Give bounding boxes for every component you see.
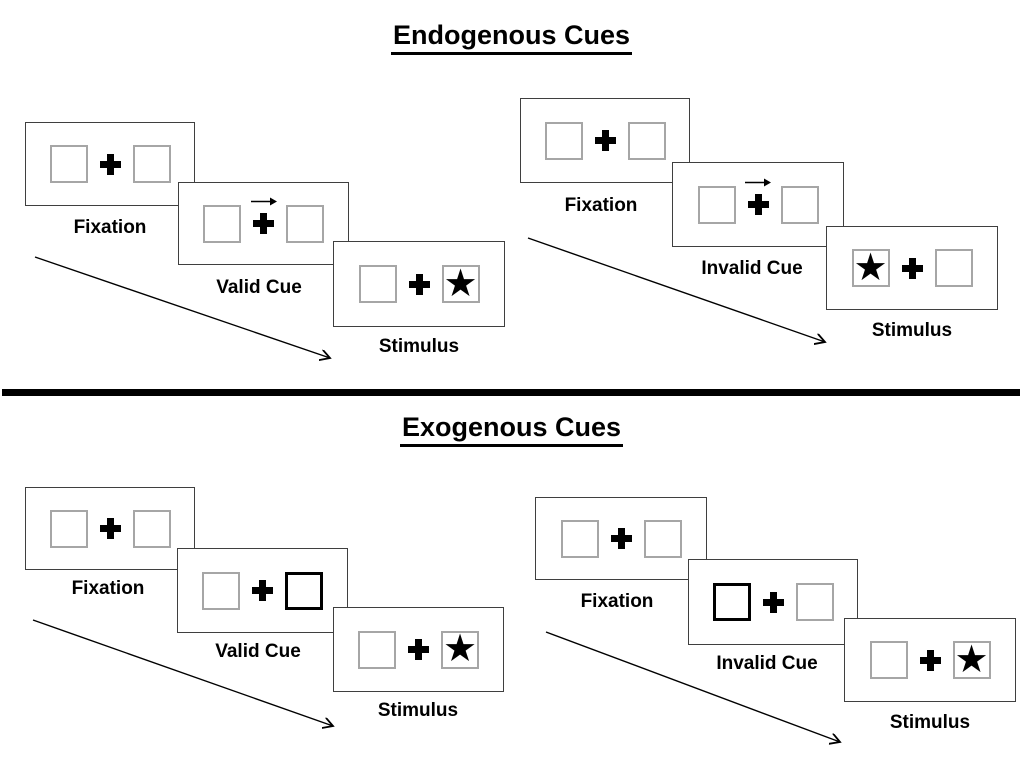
section-divider [2, 389, 1020, 396]
exogenous-valid-stimulus-frame: ★ [333, 607, 504, 692]
target-star-icon: ★ [853, 249, 888, 287]
fixation-cross-wrap [762, 591, 784, 613]
exogenous-invalid-cue-frame [688, 559, 858, 645]
fixation-cross-wrap [408, 639, 429, 660]
endogenous-valid-fixation-frame [25, 122, 195, 206]
right-box [627, 121, 666, 160]
endogenous-section-title: Endogenous Cues [0, 20, 1023, 55]
fixation-cross-icon [408, 639, 429, 660]
time-arrow-icon [34, 256, 338, 364]
fixation-cross-wrap [250, 197, 277, 234]
exogenous-title-text: Exogenous Cues [399, 412, 624, 447]
left-box [49, 509, 88, 548]
left-box [869, 641, 908, 679]
exogenous-section-title: Exogenous Cues [0, 412, 1023, 447]
endogenous-valid-stimulus-frame: ★ [333, 241, 505, 327]
invalid-cue-label: Invalid Cue [701, 258, 803, 279]
valid-cue-label: Valid Cue [216, 277, 302, 298]
left-box [49, 145, 88, 183]
fixation-cross-wrap [610, 528, 632, 549]
right-box [286, 204, 324, 243]
left-box [358, 265, 397, 303]
fixation-cross-wrap [919, 649, 941, 671]
stimulus-label: Stimulus [871, 320, 953, 341]
left-box [560, 519, 599, 558]
endogenous-valid-cue-frame [178, 182, 349, 265]
fixation-label: Fixation [73, 217, 147, 238]
time-arrow-icon [32, 619, 340, 733]
cue-arrow-right-icon [745, 178, 771, 187]
left-box [203, 204, 241, 243]
stimulus-label: Stimulus [378, 336, 460, 357]
fixation-label: Fixation [580, 591, 654, 612]
right-box: ★ [441, 630, 479, 669]
exogenous-invalid-stimulus-frame: ★ [844, 618, 1016, 702]
left-box [358, 630, 396, 669]
fixation-cross-wrap [252, 580, 273, 601]
fixation-cross-wrap [901, 257, 923, 279]
fixation-cross-wrap [99, 153, 121, 175]
left-box [202, 571, 240, 610]
target-star-icon: ★ [954, 641, 989, 679]
right-box [132, 145, 171, 183]
time-arrow-icon [545, 631, 847, 749]
stimulus-label: Stimulus [889, 712, 971, 733]
fixation-cross-wrap [99, 518, 121, 539]
left-box [544, 121, 583, 160]
fixation-cross-icon [610, 528, 632, 549]
fixation-cross-icon [99, 153, 121, 175]
fixation-cross-icon [408, 273, 430, 295]
fixation-cross-icon [919, 649, 941, 671]
fixation-label: Fixation [71, 578, 145, 599]
valid-cue-label: Valid Cue [215, 641, 301, 662]
fixation-cross-wrap [594, 130, 616, 151]
right-box [795, 583, 834, 621]
target-star-icon: ★ [442, 630, 478, 669]
fixation-label: Fixation [564, 195, 638, 216]
fixation-cross-icon [901, 257, 923, 279]
right-box: ★ [441, 265, 480, 303]
endogenous-invalid-stimulus-frame: ★ [826, 226, 998, 310]
left-box [697, 185, 736, 224]
time-arrow-icon [527, 237, 832, 348]
exogenous-valid-fixation-frame [25, 487, 195, 570]
fixation-cross-icon [252, 580, 273, 601]
fixation-cross-icon [762, 591, 784, 613]
fixation-cross-wrap [408, 273, 430, 295]
target-star-icon: ★ [443, 265, 478, 303]
cue-arrow-right-icon [250, 197, 277, 206]
invalid-cue-label: Invalid Cue [716, 653, 818, 674]
cue-highlight-box-left [712, 583, 751, 621]
fixation-cross-icon [747, 194, 769, 215]
right-box: ★ [952, 641, 991, 679]
endogenous-invalid-fixation-frame [520, 98, 690, 183]
right-box [934, 249, 973, 287]
right-box [643, 519, 682, 558]
fixation-cross-icon [99, 518, 121, 539]
right-box [132, 509, 171, 548]
exogenous-valid-cue-frame [177, 548, 348, 633]
fixation-cross-icon [594, 130, 616, 151]
exogenous-invalid-fixation-frame [535, 497, 707, 580]
stimulus-label: Stimulus [377, 700, 459, 721]
right-box [780, 185, 819, 224]
fixation-cross-icon [253, 213, 274, 234]
endogenous-title-text: Endogenous Cues [390, 20, 632, 55]
cue-highlight-box-right [285, 571, 323, 610]
endogenous-invalid-cue-frame [672, 162, 844, 247]
left-box: ★ [851, 249, 890, 287]
fixation-cross-wrap [745, 178, 771, 215]
